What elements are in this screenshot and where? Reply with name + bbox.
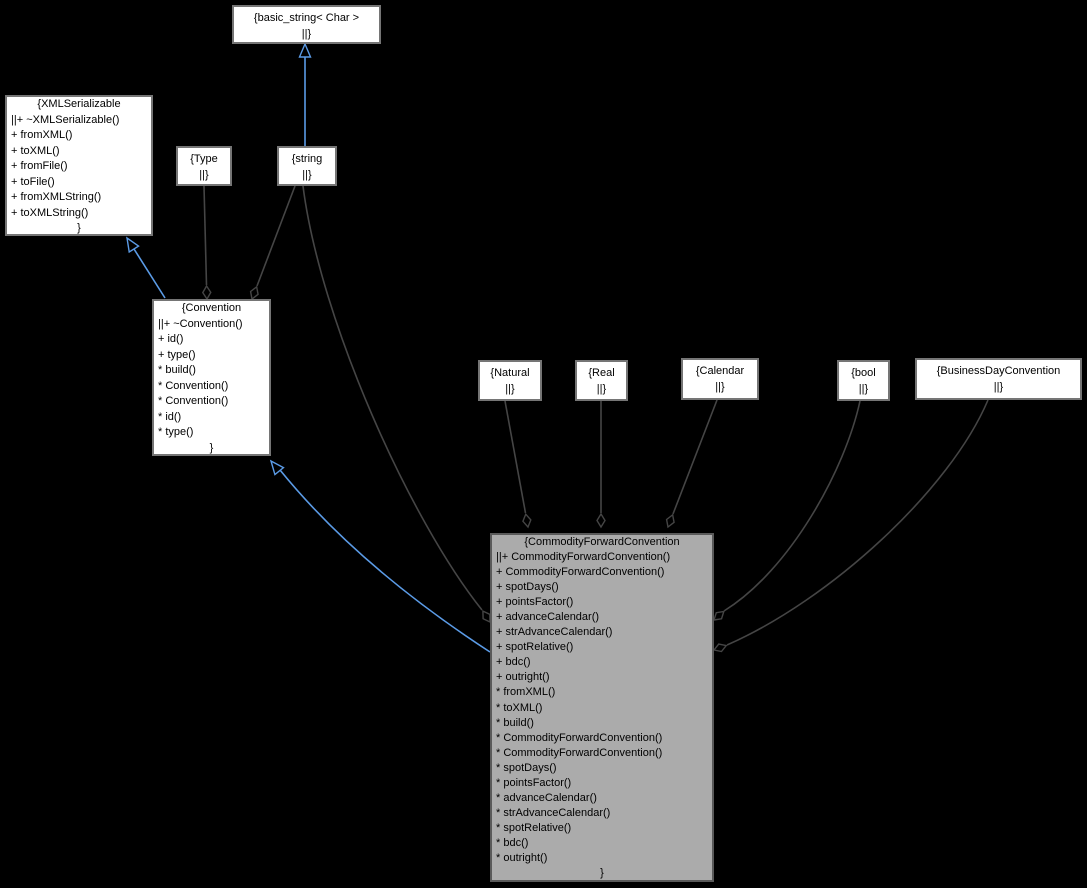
node-compartments: ||} [715,381,725,393]
member-line: * advanceCalendar() [496,791,597,804]
member-line: + pointsFactor() [496,596,574,609]
node-compartments: ||} [199,169,209,181]
diamond-type-convention [201,284,212,301]
member-line: * CommodityForwardConvention() [496,746,663,759]
aggregation-edge-type-convention [203,185,208,286]
member-line: ||+ ~XMLSerializable() [11,113,120,126]
member-list: ||+ ~XMLSerializable() + fromXML() + toXML… [7,113,151,222]
aggregation-edge-string-cfc [302,185,483,611]
member-line: + bdc() [496,656,531,669]
node-compartments: ||} [302,169,312,181]
node-basic-string[interactable]: {basic_string< Char > ||} [232,5,381,44]
node-natural[interactable]: {Natural ||} [478,360,542,401]
member-line: * Convention() [158,395,229,407]
arrowhead-string-basicstring [298,42,312,58]
member-line: * Convention() [158,379,229,392]
diamond-real-cfc [596,512,606,529]
member-line: + toXML() [11,144,60,157]
member-line: * build() [158,364,196,376]
node-businessdayconvention[interactable]: {BusinessDayConvention ||} [915,358,1082,400]
node-title: {Calendar [695,365,745,377]
member-line: * strAdvanceCalendar() [496,806,611,819]
node-title: {Real [588,367,615,379]
member-line: + spotRelative() [496,641,574,654]
member-line: * pointsFactor() [496,776,572,789]
node-compartments: ||} [858,383,869,395]
member-line: * type() [158,426,194,438]
node-closing-brace: } [209,441,214,454]
node-title: {Natural [490,367,530,379]
diamond-bool-cfc [712,610,725,621]
member-line: * CommodityForwardConvention() [496,731,663,744]
member-line: + advanceCalendar() [496,611,600,624]
member-line: ||+ CommodityForwardConvention() [496,551,671,564]
node-compartments: ||} [596,383,607,395]
member-line: * build() [496,716,534,729]
member-line: ||+ ~Convention() [158,317,243,330]
member-line: * spotRelative() [496,821,572,834]
diamond-bdc-cfc [712,643,728,653]
member-line: * bdc() [496,836,529,849]
member-line: + fromXMLString() [11,191,102,203]
node-calendar[interactable]: {Calendar ||} [681,358,759,400]
node-string[interactable]: {string ||} [277,146,337,186]
member-line: + outright() [496,671,550,684]
member-line: + type() [158,348,196,361]
member-line: * outright() [496,851,548,864]
member-line: + id() [158,333,184,345]
member-line: * fromXML() [496,686,556,699]
diamond-string-convention [249,285,259,301]
member-list: ||+ CommodityForwardConvention() + Commod… [492,550,712,866]
aggregation-edge-calendar-cfc [672,399,718,515]
aggregation-edge-string-convention [256,185,296,287]
member-line: + toFile() [11,175,55,188]
arrowhead-cfc-convention [269,459,285,476]
member-line: * toXML() [496,701,543,714]
node-title: {XMLSerializable [37,98,121,110]
node-title: {Type [190,153,218,165]
node-title: {basic_string< Char > [253,12,360,24]
aggregation-edge-natural-cfc [504,400,527,514]
node-type[interactable]: {Type ||} [176,146,232,186]
node-compartments: ||} [993,381,1004,393]
inheritance-edge-convention-xmlserializable [133,248,166,299]
arrowhead-convention-xmlserializable [126,236,140,254]
diamond-natural-cfc [522,512,532,529]
node-compartments: ||} [505,383,515,395]
node-title: {BusinessDayConvention [936,365,1061,377]
diamond-calendar-cfc [665,513,675,529]
member-list: ||+ ~Convention() + id() + type() * build()… [154,317,269,441]
node-convention[interactable]: {Convention ||+ ~Convention() + id() + typ… [152,299,271,456]
aggregation-edge-bool-cfc [723,400,861,612]
diamond-string-cfc [482,609,491,624]
node-title: {Convention [181,302,242,314]
node-compartments: ||} [301,28,312,40]
node-closing-brace: } [600,867,604,880]
member-line: + toXMLString() [11,206,89,219]
member-line: * spotDays() [496,761,557,774]
member-line: + strAdvanceCalendar() [496,626,613,639]
member-line: + fromFile() [11,160,68,172]
member-line: + spotDays() [496,581,559,594]
aggregation-edge-bdc-cfc [726,399,989,646]
node-real[interactable]: {Real ||} [575,360,628,401]
node-bool[interactable]: {bool ||} [837,360,890,401]
node-xmlserializable[interactable]: {XMLSerializable ||+ ~XMLSerializable() +… [5,95,153,236]
node-closing-brace: } [77,222,81,234]
member-line: + fromXML() [11,129,73,141]
node-title: {bool [851,367,876,379]
node-title: {CommodityForwardConvention [524,536,680,548]
member-line: * id() [158,410,182,423]
node-commodityforwardconvention[interactable]: {CommodityForwardConvention ||+ Commodit… [490,533,714,882]
member-line: + CommodityForwardConvention() [496,566,665,579]
node-title: {string [291,153,323,165]
inheritance-edge-cfc-convention [279,469,491,653]
